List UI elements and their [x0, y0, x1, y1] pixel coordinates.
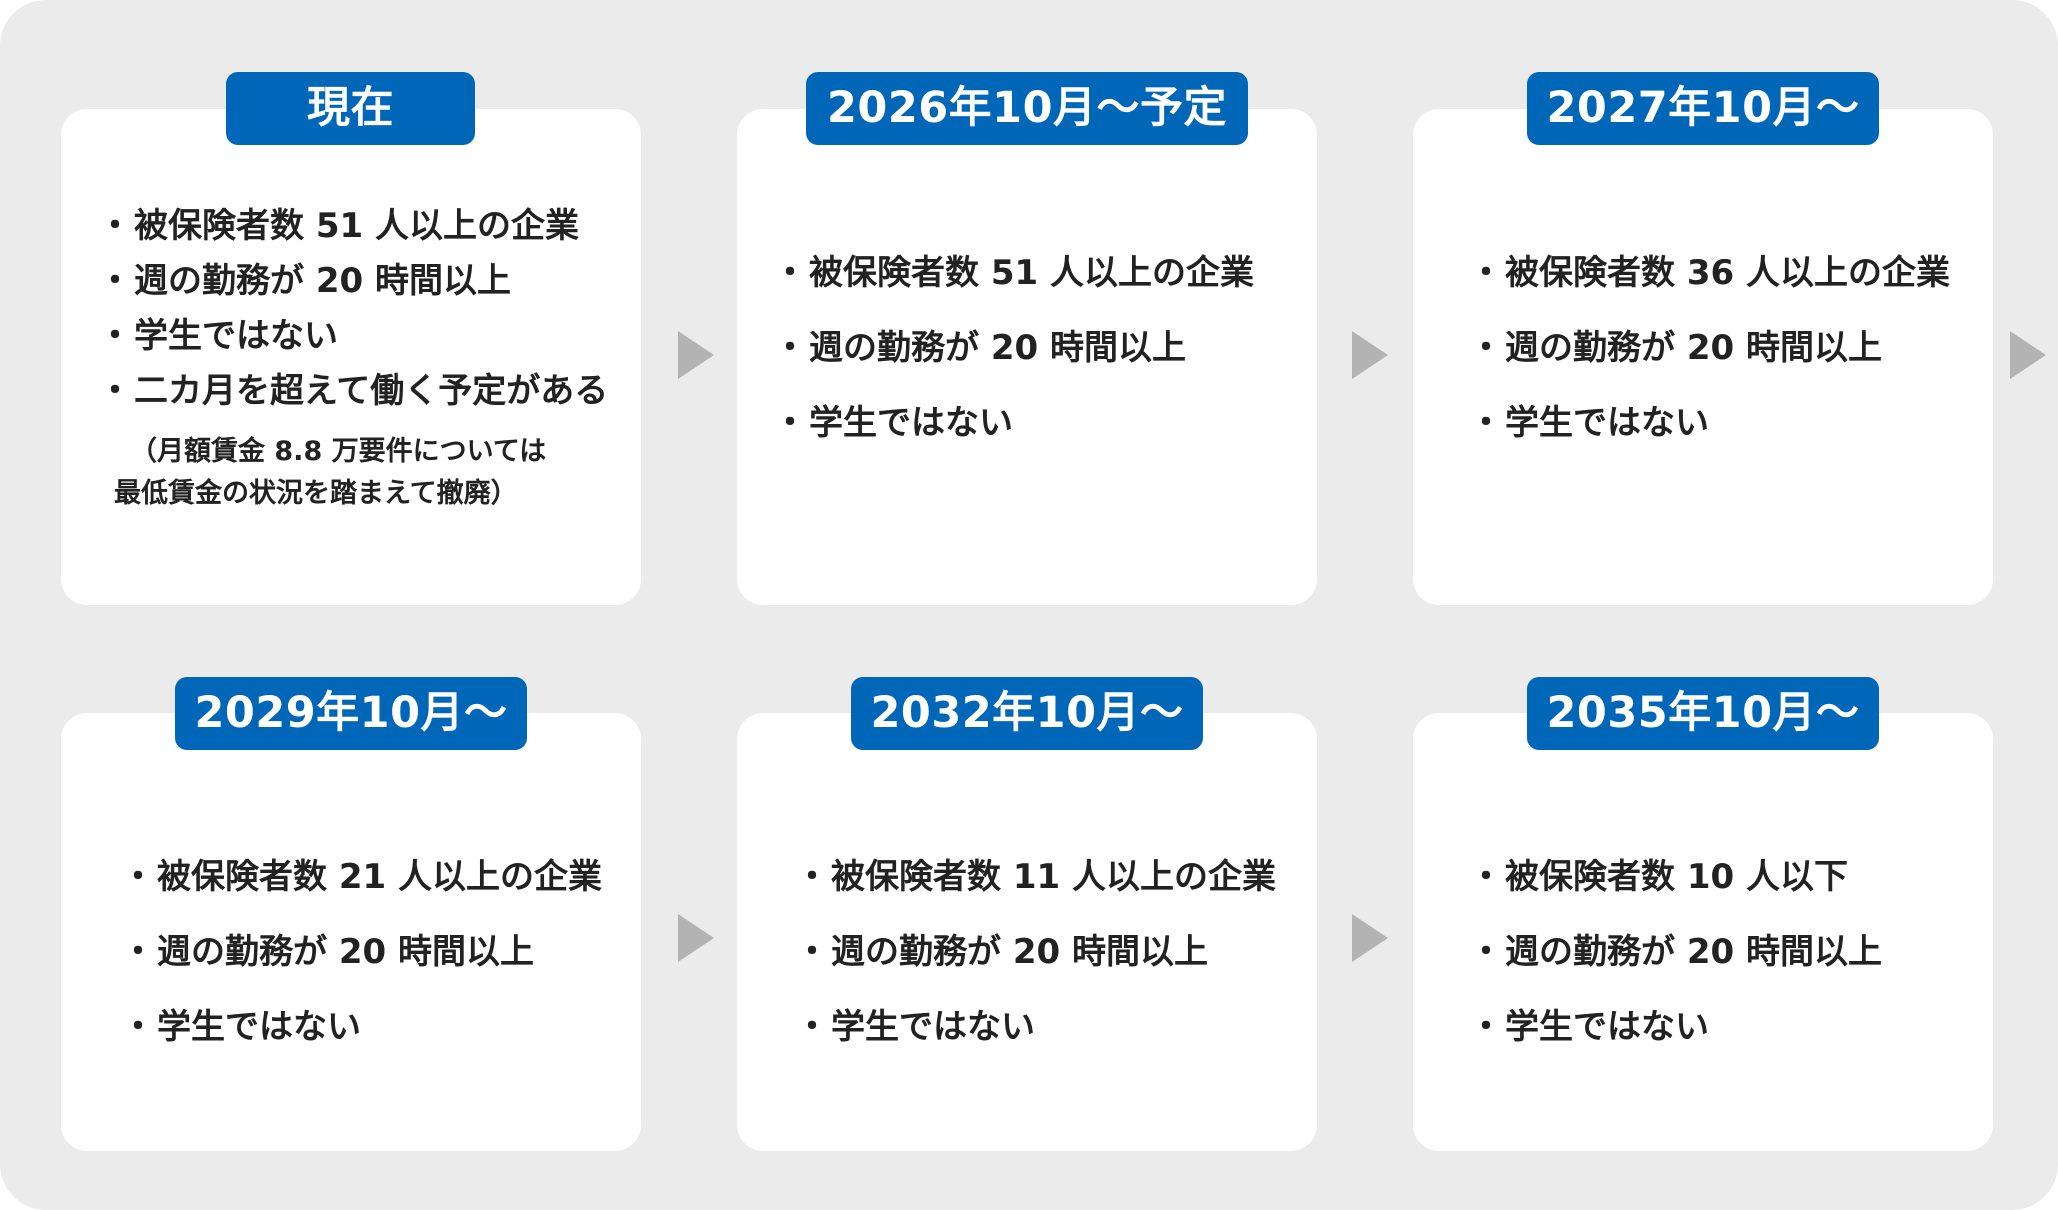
stage-item: 週の勤務が 20 時間以上 [1469, 915, 1882, 990]
stage-item: 週の勤務が 20 時間以上 [98, 254, 608, 309]
stage-item: 学生ではない [773, 386, 1254, 461]
stage-label-2035: 2035年10月～ [1527, 677, 1879, 750]
stage-items-2027: 被保険者数 36 人以上の企業 週の勤務が 20 時間以上 学生ではない [1469, 236, 1950, 461]
triangle-right-icon [1352, 914, 1388, 962]
stage-item: 学生ではない [98, 309, 608, 364]
stage-item: 二カ月を超えて働く予定がある [98, 364, 608, 419]
stage-item: 週の勤務が 20 時間以上 [773, 311, 1254, 386]
stage-card-2029: 被保険者数 21 人以上の企業 週の勤務が 20 時間以上 学生ではない [61, 713, 641, 1151]
stage-items-2032: 被保険者数 11 人以上の企業 週の勤務が 20 時間以上 学生ではない [795, 840, 1276, 1065]
stage-label-2029: 2029年10月～ [175, 677, 527, 750]
stage-label-current: 現在 [226, 72, 475, 145]
stage-card-2035: 被保険者数 10 人以下 週の勤務が 20 時間以上 学生ではない [1413, 713, 1993, 1151]
stage-card-2032: 被保険者数 11 人以上の企業 週の勤務が 20 時間以上 学生ではない [737, 713, 1317, 1151]
triangle-right-icon [1352, 331, 1388, 379]
triangle-right-icon [678, 331, 714, 379]
stage-items-2035: 被保険者数 10 人以下 週の勤務が 20 時間以上 学生ではない [1469, 840, 1882, 1065]
stage-label-2032: 2032年10月～ [851, 677, 1203, 750]
stage-items-2026: 被保険者数 51 人以上の企業 週の勤務が 20 時間以上 学生ではない [773, 236, 1254, 461]
stage-card-2027: 被保険者数 36 人以上の企業 週の勤務が 20 時間以上 学生ではない [1413, 109, 1993, 605]
stage-card-current: 被保険者数 51 人以上の企業 週の勤務が 20 時間以上 学生ではない 二カ月… [61, 109, 641, 605]
stage-item: 学生ではない [795, 990, 1276, 1065]
stage-item: 週の勤務が 20 時間以上 [121, 915, 602, 990]
stage-item: 被保険者数 51 人以上の企業 [773, 236, 1254, 311]
stage-item: 学生ではない [1469, 386, 1950, 461]
stage-note: （月額賃金 8.8 万要件については 最低賃金の状況を踏まえて撤廃） [114, 431, 546, 515]
stage-item: 被保険者数 10 人以下 [1469, 840, 1882, 915]
triangle-right-icon [678, 914, 714, 962]
stage-item: 被保険者数 36 人以上の企業 [1469, 236, 1950, 311]
stage-items-2029: 被保険者数 21 人以上の企業 週の勤務が 20 時間以上 学生ではない [121, 840, 602, 1065]
stage-label-2026: 2026年10月～予定 [806, 72, 1248, 145]
stage-label-2027: 2027年10月～ [1527, 72, 1879, 145]
stage-item: 学生ではない [121, 990, 602, 1065]
stage-item: 被保険者数 51 人以上の企業 [98, 199, 608, 254]
triangle-right-icon [2010, 331, 2046, 379]
stage-card-2026: 被保険者数 51 人以上の企業 週の勤務が 20 時間以上 学生ではない [737, 109, 1317, 605]
stage-item: 学生ではない [1469, 990, 1882, 1065]
stage-items-current: 被保険者数 51 人以上の企業 週の勤務が 20 時間以上 学生ではない 二カ月… [98, 199, 608, 419]
stage-item: 週の勤務が 20 時間以上 [1469, 311, 1950, 386]
stage-note-line: 最低賃金の状況を踏まえて撤廃） [114, 478, 518, 509]
stage-item: 被保険者数 11 人以上の企業 [795, 840, 1276, 915]
stage-item: 週の勤務が 20 時間以上 [795, 915, 1276, 990]
stage-note-line: （月額賃金 8.8 万要件については [130, 436, 547, 467]
stage-item: 被保険者数 21 人以上の企業 [121, 840, 602, 915]
